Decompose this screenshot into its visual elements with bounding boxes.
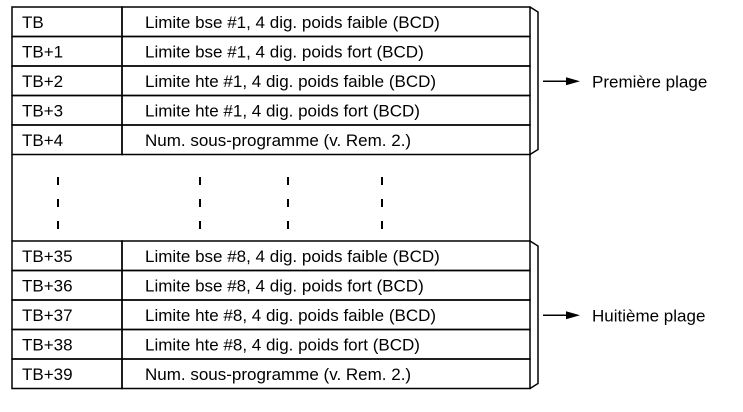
range-label: Huitième plage (592, 306, 705, 325)
content-cell (121, 124, 531, 156)
content-label: Limite bse #8, 4 dig. poids fort (BCD) (145, 277, 424, 296)
table-row: TB+3 Limite hte #1, 4 dig. poids fort (BC… (11, 94, 531, 126)
table-row: TB+4 Num. sous-programme (v. Rem. 2.) (11, 124, 531, 156)
table-row: TB+37 Limite hte #8, 4 dig. poids faible … (11, 299, 531, 331)
content-label: Num. sous-programme (v. Rem. 2.) (145, 365, 411, 384)
range-bracket: Première plage (529, 6, 707, 156)
table-row: TB+38 Limite hte #8, 4 dig. poids fort (B… (11, 328, 531, 360)
content-label: Limite bse #1, 4 dig. poids fort (BCD) (145, 43, 424, 62)
arrow-head-icon (566, 77, 580, 86)
address-label: TB (22, 13, 44, 32)
content-label: Limite bse #1, 4 dig. poids faible (BCD) (145, 13, 440, 32)
address-label: TB+37 (22, 306, 73, 325)
address-label: TB+35 (22, 247, 73, 266)
table-row: TB+35 Limite bse #8, 4 dig. poids faible … (11, 240, 531, 272)
table-row: TB+2 Limite hte #1, 4 dig. poids faible (… (11, 65, 531, 97)
address-label: TB+38 (22, 336, 73, 355)
content-label: Num. sous-programme (v. Rem. 2.) (145, 131, 411, 150)
address-label: TB+2 (22, 72, 63, 91)
content-cell (121, 358, 531, 390)
table-row: TB+36 Limite bse #8, 4 dig. poids fort (B… (11, 269, 531, 301)
ellipsis-gap (11, 154, 531, 241)
content-label: Limite hte #8, 4 dig. poids fort (BCD) (145, 336, 420, 355)
arrow-head-icon (566, 311, 580, 320)
range-label: Première plage (592, 72, 707, 91)
table-row: TB+39 Num. sous-programme (v. Rem. 2.) (11, 358, 531, 390)
table-row: TB Limite bse #1, 4 dig. poids faible (BC… (11, 6, 531, 38)
content-label: Limite hte #8, 4 dig. poids faible (BCD) (145, 306, 436, 325)
bracket-line (529, 6, 539, 156)
eighth-range-rows: TB+35 Limite bse #8, 4 dig. poids faible … (11, 240, 531, 390)
address-label: TB+36 (22, 277, 73, 296)
table-row: TB+1 Limite bse #1, 4 dig. poids fort (BC… (11, 35, 531, 67)
content-label: Limite bse #8, 4 dig. poids faible (BCD) (145, 247, 440, 266)
content-label: Limite hte #1, 4 dig. poids faible (BCD) (145, 72, 436, 91)
range-bracket: Huitième plage (529, 240, 705, 390)
address-label: TB+1 (22, 43, 63, 62)
first-range-rows: TB Limite bse #1, 4 dig. poids faible (BC… (11, 6, 531, 156)
bracket-line (529, 240, 539, 390)
address-label: TB+39 (22, 365, 73, 384)
content-label: Limite hte #1, 4 dig. poids fort (BCD) (145, 102, 420, 121)
address-label: TB+4 (22, 131, 63, 150)
address-label: TB+3 (22, 102, 63, 121)
